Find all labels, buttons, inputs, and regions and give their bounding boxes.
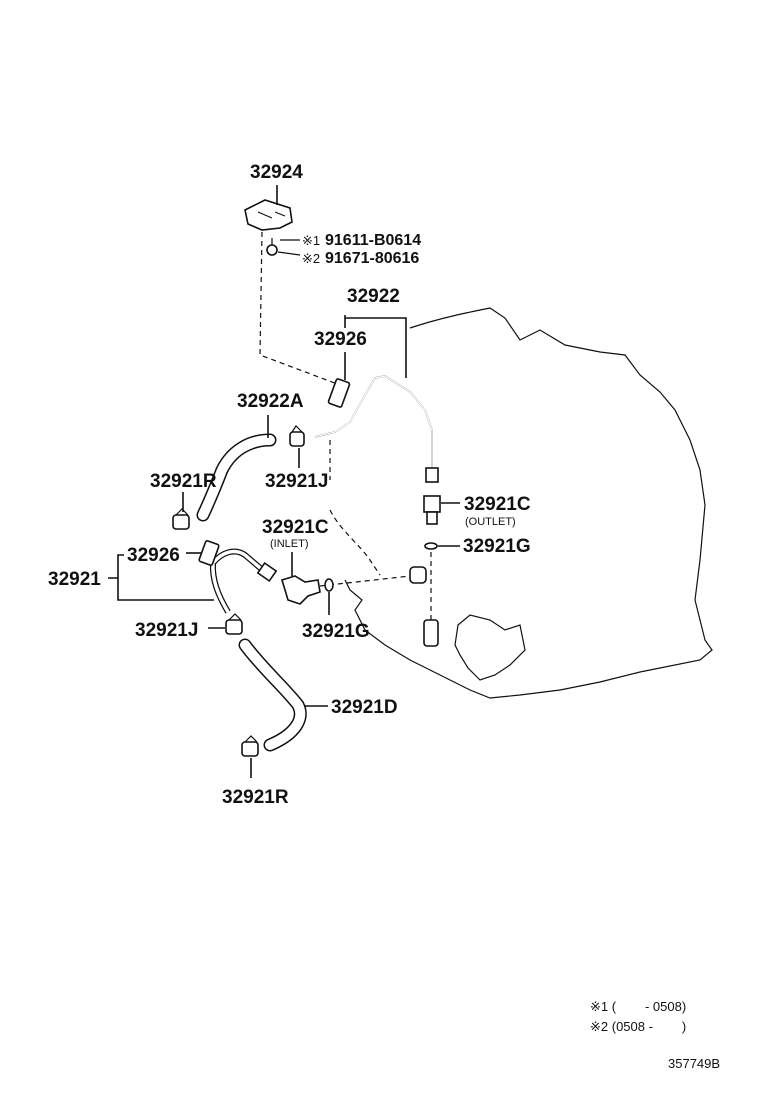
- note-1: ※1 ( - 0508): [590, 999, 686, 1014]
- clamp-32921R-bottom-icon: [241, 735, 259, 778]
- bracket-32924-icon: [244, 185, 301, 256]
- inlet-dashed-axis: [319, 575, 411, 587]
- note-2: ※2 (0508 - ): [590, 1019, 686, 1034]
- label-outlet: (OUTLET): [465, 516, 516, 528]
- transmission-case-detail: [454, 614, 526, 681]
- clamp-32921J-left-icon: [208, 613, 243, 635]
- label-91671-80616: 91671-80616: [325, 250, 419, 267]
- label-32922: 32922: [347, 286, 400, 307]
- label-32921J-left: 32921J: [135, 620, 198, 641]
- figure-number: 357749B: [668, 1056, 720, 1071]
- pipe-fitting: [425, 467, 439, 483]
- clamp-32921R-top-icon: [172, 492, 190, 530]
- leader-32921: [108, 554, 214, 601]
- mark-2: ※2: [302, 251, 320, 266]
- pipe-32922-inner: [314, 375, 433, 470]
- pipe-32921-icon: [209, 548, 278, 614]
- fitting-32921C-inlet-icon: [281, 552, 321, 605]
- tube-32926-top-icon: [327, 352, 351, 408]
- case-port-lower: [423, 619, 439, 647]
- label-32922A: 32922A: [237, 391, 304, 412]
- label-32921C-inlet: 32921C: [262, 517, 329, 538]
- label-32921: 32921: [48, 569, 101, 590]
- transmission-case-outline: [344, 307, 713, 699]
- case-port-upper: [409, 566, 427, 584]
- label-inlet: (INLET): [270, 538, 309, 550]
- label-91611-B0614: 91611-B0614: [325, 232, 421, 249]
- label-32921D: 32921D: [331, 697, 398, 718]
- label-32921G-right: 32921G: [463, 536, 531, 557]
- clamp-32921J-top-icon: [289, 425, 305, 468]
- leader-32922: [344, 315, 407, 378]
- label-32926-left: 32926: [127, 545, 180, 566]
- label-32924: 32924: [250, 162, 303, 183]
- washer-32921G-right-icon: [424, 542, 460, 550]
- label-32921J-top: 32921J: [265, 471, 328, 492]
- label-32921R-bottom: 32921R: [222, 787, 289, 808]
- label-32921R-top: 32921R: [150, 471, 217, 492]
- washer-32921G-bottom-icon: [324, 578, 334, 615]
- transmission-case-inner: [329, 440, 381, 576]
- label-32921C-outlet: 32921C: [464, 494, 531, 515]
- hose-32922A-icon: [196, 415, 277, 522]
- tube-32926-left-icon: [198, 540, 220, 566]
- label-32921G-bottom: 32921G: [302, 621, 370, 642]
- hose-32921D-icon: [238, 638, 328, 752]
- mark-1: ※1: [302, 233, 320, 248]
- label-32926-top: 32926: [314, 329, 367, 350]
- fitting-32921C-outlet-icon: [423, 495, 460, 525]
